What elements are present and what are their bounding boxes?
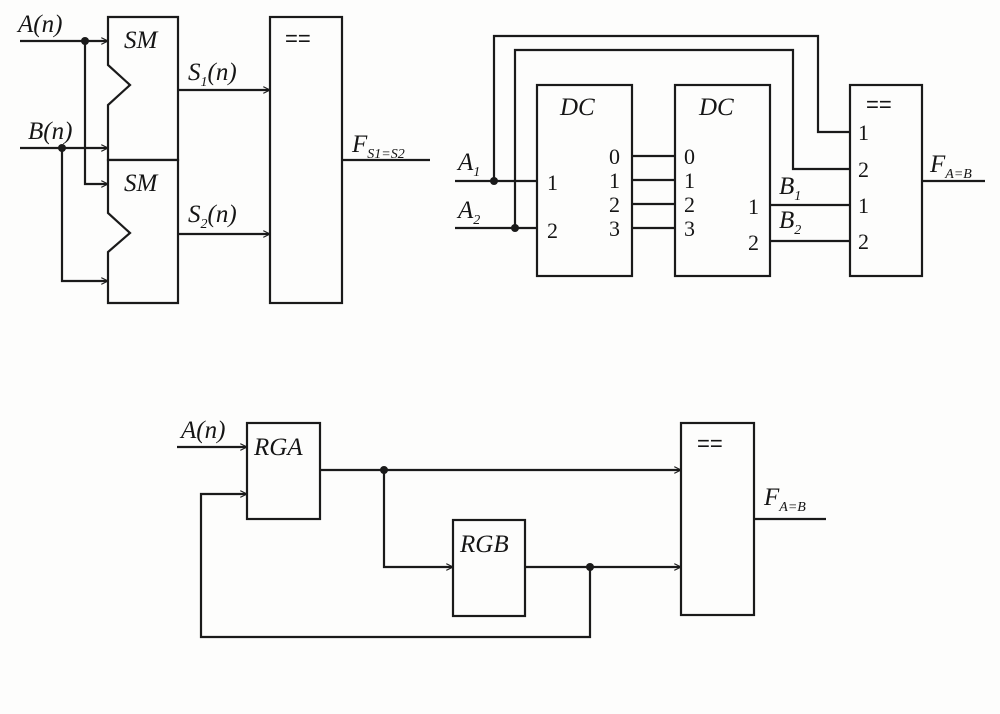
comp2-input-2a: 2 [858, 157, 869, 182]
label-s1: S1(n) [188, 59, 237, 90]
label-comparator-2: == [866, 92, 892, 117]
label-b1: B1 [779, 173, 801, 204]
label-a-n: A(n) [16, 11, 62, 38]
wire-a1-bypass [492, 34, 850, 181]
diagram-2-decoder-comparison: DC DC == A1 A2 1 2 0 1 2 3 0 1 2 3 1 2 B… [455, 34, 985, 278]
diagram-3-register-comparison: A(n) RGA RGB == FA=B [177, 417, 826, 639]
register-a-block [245, 421, 322, 521]
label-rga: RGA [253, 434, 303, 461]
decoder-right-block [673, 83, 772, 278]
wire-feedback [199, 494, 592, 639]
dc-left-output-0: 0 [609, 144, 620, 169]
dc-right-input-2: 2 [684, 192, 695, 217]
dc-left-input-1: 1 [547, 170, 558, 195]
label-a-n-3: A(n) [179, 417, 225, 444]
dc-left-input-2: 2 [547, 218, 558, 243]
wire-a-to-sm2 [83, 41, 108, 184]
dc-left-output-2: 2 [609, 192, 620, 217]
label-dc-right: DC [698, 94, 734, 121]
label-a2: A2 [456, 197, 480, 228]
label-comparator-3: == [697, 431, 723, 456]
comp2-input-1a: 1 [858, 120, 869, 145]
comparator-3-block [679, 421, 756, 617]
label-comparator-1: == [285, 26, 311, 51]
label-f-a-eq-b-3: FA=B [763, 484, 806, 515]
label-a1: A1 [456, 149, 480, 180]
wire-a2-bypass [513, 48, 850, 228]
label-dc-left: DC [559, 94, 595, 121]
dc-right-input-1: 1 [684, 168, 695, 193]
label-rgb: RGB [459, 531, 509, 558]
dc-right-output-1: 1 [748, 194, 759, 219]
label-sm-top: SM [124, 27, 159, 54]
label-f-s1-s2: FS1=S2 [351, 131, 405, 162]
diagram-1-adder-comparison: A(n) B(n) SM SM == S1(n) S2(n) FS1=S2 [16, 11, 430, 305]
label-s2: S2(n) [188, 201, 237, 232]
dc-right-output-2: 2 [748, 230, 759, 255]
dc-right-input-0: 0 [684, 144, 695, 169]
adder-bottom-block [106, 158, 180, 305]
dc-right-input-3: 3 [684, 216, 695, 241]
comp2-input-2b: 2 [858, 229, 869, 254]
label-b-n: B(n) [28, 118, 72, 145]
label-b2: B2 [779, 207, 801, 238]
comp2-input-1b: 1 [858, 193, 869, 218]
label-sm-bottom: SM [124, 170, 159, 197]
dc-left-output-3: 3 [609, 216, 620, 241]
wire-rga-to-rgb [382, 470, 453, 567]
dc-left-output-1: 1 [609, 168, 620, 193]
comparator-2-block [848, 83, 924, 278]
comparator-1-block [268, 15, 344, 305]
wire-b-to-sm2 [60, 148, 108, 281]
label-f-a-eq-b-2: FA=B [929, 151, 972, 182]
adder-top-block [106, 15, 180, 162]
